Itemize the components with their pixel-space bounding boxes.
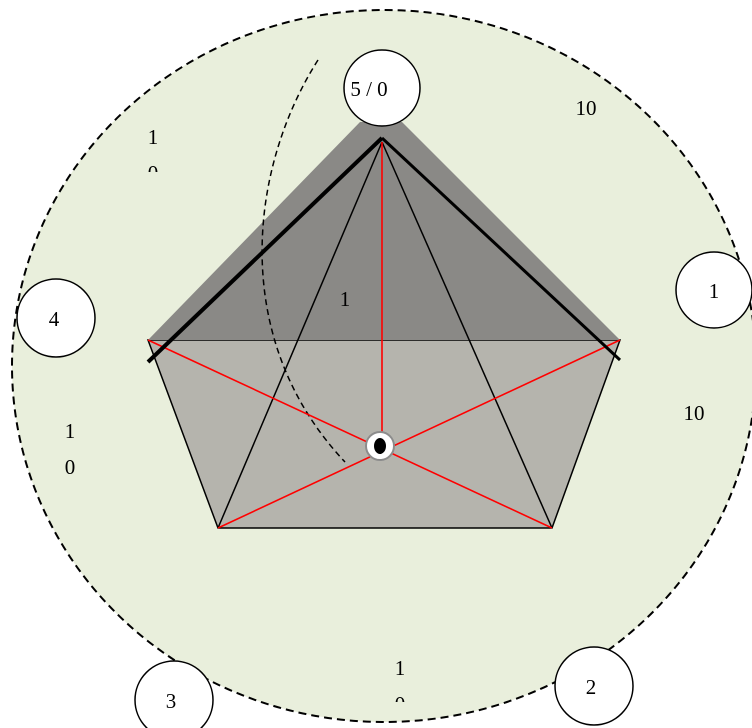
region-label-upper-left: 1 0 <box>148 125 159 185</box>
vertex-circle-top: 5 / 0 <box>343 49 421 127</box>
vertex-label-right: 1 <box>709 279 720 303</box>
region-label-inner-shadow: 1 <box>340 287 351 311</box>
region-label-mid-left-bottom: 0 <box>65 455 76 479</box>
bullseye-point-icon <box>365 431 395 461</box>
vertex-circle-bottom-right: 2 <box>554 646 634 726</box>
region-label-upper-right: 10 <box>576 96 597 120</box>
vertex-circle-bottom-left: 3 <box>134 660 214 728</box>
shadow-triangle <box>148 122 620 340</box>
vertex-circle-left: 4 <box>16 278 96 358</box>
region-label-bottom-top: 1 <box>395 656 406 680</box>
thick-edge-left <box>146 136 384 364</box>
apex-to-bottom-left-line <box>217 141 383 529</box>
red-line-left-to-bottom-right <box>147 339 553 529</box>
dashed-arc <box>261 59 346 463</box>
apex-to-bottom-right-line <box>381 141 553 529</box>
region-label-upper-left-bottom: 0 <box>148 161 159 185</box>
vertex-circle-right: 1 <box>675 251 752 329</box>
thick-edge-right <box>380 136 622 362</box>
red-line-right-to-bottom-left <box>217 339 621 529</box>
region-label-bottom-bottom: 0 <box>395 692 406 716</box>
vertex-label-bottom-right: 2 <box>586 675 597 699</box>
region-label-mid-right: 10 <box>684 401 705 425</box>
region-label-bottom: 1 0 <box>395 656 406 716</box>
vertex-label-bottom-left: 3 <box>166 689 177 713</box>
region-label-mid-left: 1 0 <box>65 419 76 479</box>
region-label-mid-left-top: 1 <box>65 419 76 443</box>
vertex-label-top: 5 / 0 <box>350 77 387 101</box>
region-label-upper-left-top: 1 <box>148 125 159 149</box>
vertex-label-left: 4 <box>49 307 60 331</box>
